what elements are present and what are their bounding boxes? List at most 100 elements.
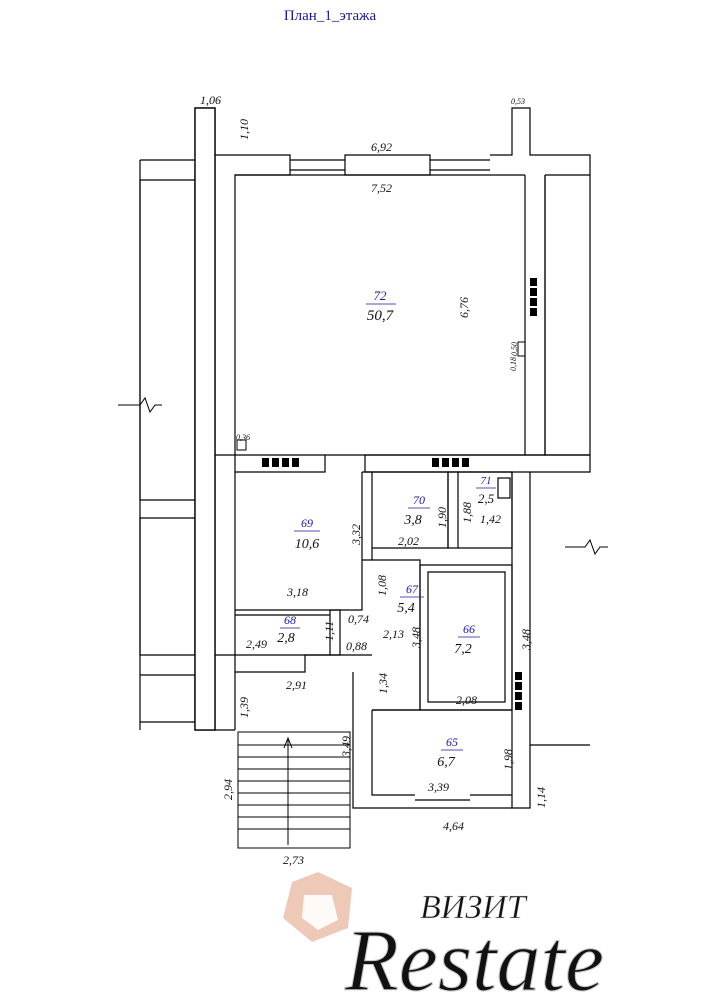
wall-69-70 <box>362 471 373 561</box>
room-area: 50,7 <box>367 308 395 324</box>
vent-mark <box>515 672 522 680</box>
dimension: 4,64 <box>443 819 464 833</box>
dimension: 3,49 <box>339 736 353 758</box>
dimension: 7,52 <box>371 181 392 195</box>
wall-fill-left <box>194 107 216 731</box>
dimension: 2,91 <box>286 678 307 692</box>
dimension: 3,48 <box>519 629 533 651</box>
vent-mark <box>530 308 537 316</box>
room-area: 7,2 <box>454 642 472 657</box>
room-69 <box>234 472 363 611</box>
dimension: 1,42 <box>480 512 501 526</box>
dimension: 0,36 <box>236 433 250 442</box>
wall-top-left <box>215 154 291 455</box>
wall-left-outer <box>139 159 195 730</box>
vent-mark <box>462 458 469 467</box>
dimension: 0,88 <box>346 639 367 653</box>
wall-right-outer <box>544 175 590 456</box>
vent-mark <box>262 458 269 467</box>
dimension: 0,74 <box>348 612 369 626</box>
niche-mark <box>517 341 526 357</box>
room-area: 2,8 <box>277 631 295 646</box>
room-68 <box>234 610 331 656</box>
wall-left-panel-1 <box>139 179 196 501</box>
dimension: 6,76 <box>457 297 471 318</box>
room-number: 68 <box>284 613 296 627</box>
dimension: 3,18 <box>286 585 308 599</box>
wall-left-panel-2 <box>139 517 196 656</box>
dimension: 0,18 <box>509 357 518 371</box>
vent-mark <box>530 288 537 296</box>
wall-left-panel-3 <box>140 674 196 723</box>
dimension: 2,49 <box>246 637 267 651</box>
watermark-sub: ВИЗИТ <box>420 889 528 926</box>
room-area: 2,5 <box>478 491 495 506</box>
dimension: 2,94 <box>221 779 235 800</box>
dimension: 3,48 <box>409 627 423 649</box>
stair-steps <box>238 744 350 830</box>
wall-middle-right <box>364 454 591 473</box>
vent-marks <box>262 278 537 710</box>
wall-70-71 <box>447 471 459 549</box>
room-number: 67 <box>406 582 419 596</box>
vent-mark <box>530 298 537 306</box>
vent-mark <box>292 458 299 467</box>
room-65 <box>371 709 512 796</box>
stairs <box>237 731 351 849</box>
dimension: 2,08 <box>456 693 477 707</box>
wall-stair-left <box>215 672 236 731</box>
room-number: 69 <box>301 516 313 530</box>
wall-middle-left <box>215 454 326 473</box>
room-area: 10,6 <box>295 537 320 552</box>
vent-mark <box>515 692 522 700</box>
vent-mark <box>282 458 289 467</box>
dimension: 1,11 <box>322 621 336 641</box>
stair-arrow-head <box>283 736 293 749</box>
dimension: 1,08 <box>375 575 389 596</box>
room-66-outer <box>419 564 513 711</box>
dimension: 2,73 <box>283 853 304 867</box>
dimension: 1,88 <box>460 502 474 523</box>
window-65 <box>415 799 470 809</box>
break-line-right <box>565 538 608 556</box>
dimension: 2,02 <box>398 534 419 548</box>
room-area: 3,8 <box>403 513 422 528</box>
stairs-outline <box>237 731 351 849</box>
dimension: 0,53 <box>511 97 525 106</box>
dimension: 1,39 <box>237 697 251 718</box>
dimension: 1,06 <box>200 93 221 107</box>
wall-top-right <box>490 107 591 176</box>
dimension: 3,39 <box>427 780 449 794</box>
dimension: 1,90 <box>435 507 449 528</box>
dimension: 1,34 <box>376 673 390 694</box>
wall-right-lower <box>529 472 590 746</box>
vent-mark <box>272 458 279 467</box>
room-66 <box>427 571 506 703</box>
room-area: 5,4 <box>397 601 415 616</box>
dimension: 3,32 <box>349 524 363 546</box>
room-number: 66 <box>463 622 475 636</box>
wall-stair-top <box>215 654 372 673</box>
vent-mark <box>432 458 439 467</box>
wall-top-pier <box>344 154 431 176</box>
room-labels: 72 50,7 69 10,6 70 3,8 71 2,5 67 5,4 68 … <box>277 288 496 770</box>
vent-mark <box>530 278 537 286</box>
room-number: 71 <box>481 475 492 487</box>
vent-mark <box>515 702 522 710</box>
dimension: 6,92 <box>371 140 392 154</box>
watermark: ВИЗИТ Restate <box>283 872 605 995</box>
dimension: 0,50 <box>510 342 519 356</box>
corner-mark <box>236 439 247 451</box>
dimension: 1,10 <box>237 119 251 140</box>
dimension: 1,14 <box>534 787 548 808</box>
break-marks <box>118 341 608 556</box>
fixture-71 <box>497 477 511 499</box>
watermark-brand: Restate <box>344 913 604 995</box>
wall-stair-right <box>352 672 372 809</box>
room-area: 6,7 <box>437 755 456 770</box>
room-number: 70 <box>413 493 425 507</box>
vent-mark <box>442 458 449 467</box>
logo-inner-icon <box>302 895 338 930</box>
